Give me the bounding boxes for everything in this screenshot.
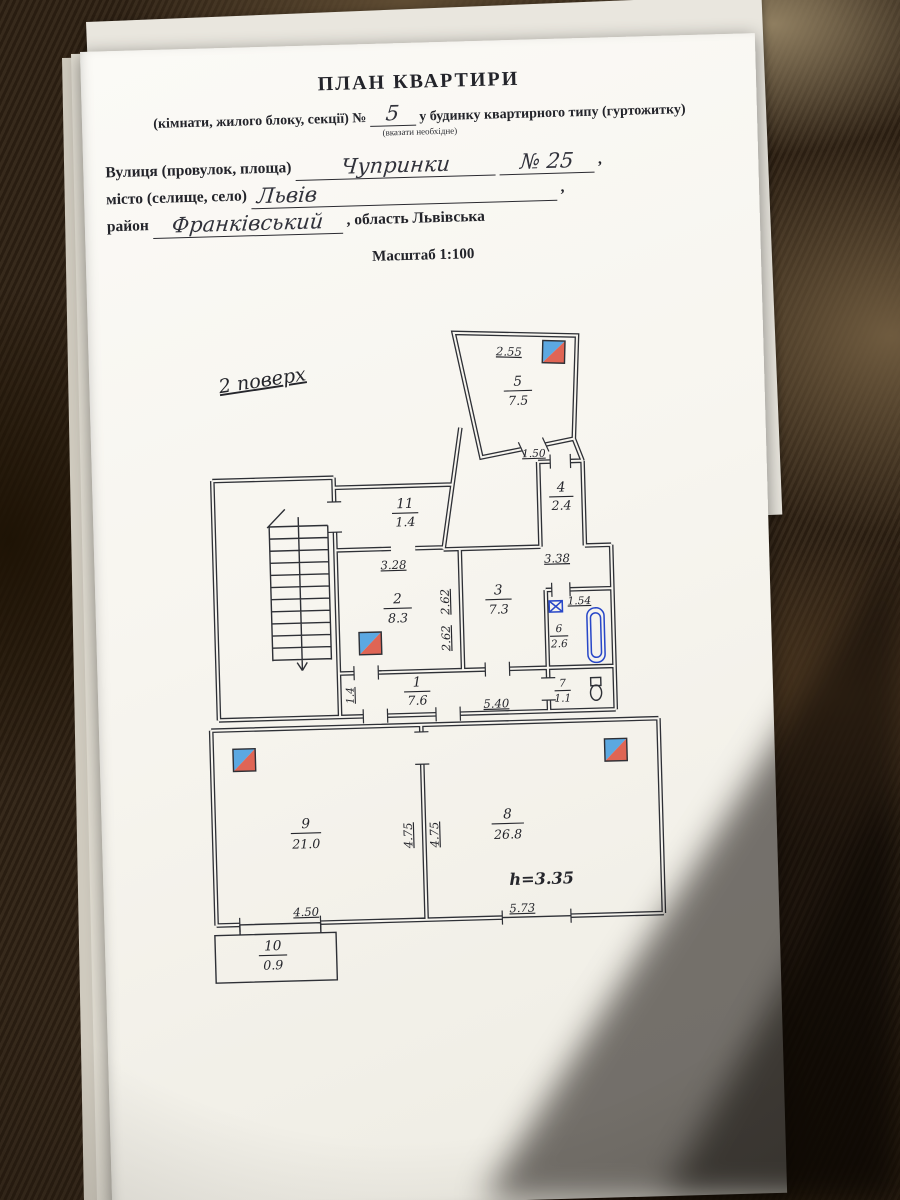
floor-plan: 2 поверх [208,330,667,984]
dim-room8-side: 4.75 [427,821,442,848]
street-number-blank: № 25 [498,148,595,176]
room-8-label: 8 26.8 [491,806,524,842]
room-2-number: 2 [392,591,402,607]
region-text: , область Львівська [346,207,486,229]
district-label: район [106,217,150,236]
dim-room5-pass: 1.50 [522,448,546,461]
street-label: Вулиця (провулок, площа) [105,159,292,182]
vent-marker-room2 [358,631,383,656]
room-2-label: 2 8.3 [383,591,412,626]
dim-hall-side: 1.4 [344,687,356,704]
room-3-area: 7.3 [489,601,509,617]
room-3-label: 3 7.3 [485,582,512,617]
room-1-label: 1 7.6 [404,674,431,708]
room-11-area: 1.4 [395,514,415,530]
room-11-number: 11 [396,496,414,512]
address-block: Вулиця (провулок, площа) Чупринки № 25 ,… [105,141,760,240]
room-5-label: 5 7.5 [503,374,533,409]
room-6-label: 6 2.6 [550,623,569,651]
apartment-number-value: 5 [384,101,401,126]
room-5-number: 5 [513,374,522,390]
room-10-number: 10 [264,938,282,954]
district-blank: Франківський [152,209,344,240]
room-2-area: 8.3 [388,610,408,626]
room-1-area: 7.6 [407,692,427,708]
vent-marker-room8 [603,737,629,762]
vent-marker-room9 [232,747,257,773]
dim-room3-top: 3.38 [544,551,570,566]
district-value: Франківський [170,209,325,238]
room-4-number: 4 [555,479,565,495]
room-9-number: 9 [301,816,310,832]
room-4-area: 2.4 [550,497,571,513]
scale-label: Масштаб 1:100 [371,246,475,265]
city-label: місто (селище, село) [105,187,248,209]
dim-room2-side-a: 2.62 [438,589,453,616]
city-value: Львів [255,182,319,209]
comma: , [597,150,603,168]
document-content: ПЛАН КВАРТИРИ (кімнати, жилого блоку, се… [81,61,788,1200]
dim-room6-side: 1.54 [567,595,591,608]
bathtub [586,607,606,664]
room-10-label: 10 0.9 [258,938,288,973]
room-3-number: 3 [494,582,503,598]
room-7-label: 7 1.1 [554,677,571,704]
room-6-area: 2.6 [550,638,568,651]
room-5-area: 7.5 [508,393,528,409]
staircase [266,508,333,671]
comma: , [560,178,565,196]
dim-hall-length: 5.40 [483,696,510,711]
room-8-area: 26.8 [493,826,522,842]
document-paper: ПЛАН КВАРТИРИ (кімнати, жилого блоку, се… [80,33,788,1200]
dim-room2-top: 3.28 [380,558,406,573]
dim-room8-bottom: 5.73 [509,901,535,916]
room-9-area: 21.0 [291,836,320,852]
room-6-number: 6 [555,623,562,635]
dim-room9-bottom: 4.50 [292,905,320,920]
apartment-number-blank: 5 [369,101,417,127]
room-7-number: 7 [559,677,566,689]
room-7-area: 1.1 [554,692,571,704]
toilet [589,676,603,701]
room-8-number: 8 [503,806,512,822]
vent-marker-room5 [541,339,566,365]
street-value: Чупринки [339,151,451,179]
height-note: h=3.35 [509,868,574,889]
room-9-label: 9 21.0 [290,816,322,852]
floor-note: 2 поверх [216,362,307,398]
dim-room9-side: 4.75 [401,822,416,849]
sink [548,599,564,613]
dim-room5-top: 2.55 [495,344,522,359]
room-11-label: 11 1.4 [392,496,419,530]
room-1-number: 1 [412,674,421,690]
room-4-label: 4 2.4 [549,479,574,513]
street-number-value: № 25 [518,148,575,174]
dim-room2-side-b: 2.62 [439,625,454,652]
room-10-area: 0.9 [263,957,283,973]
